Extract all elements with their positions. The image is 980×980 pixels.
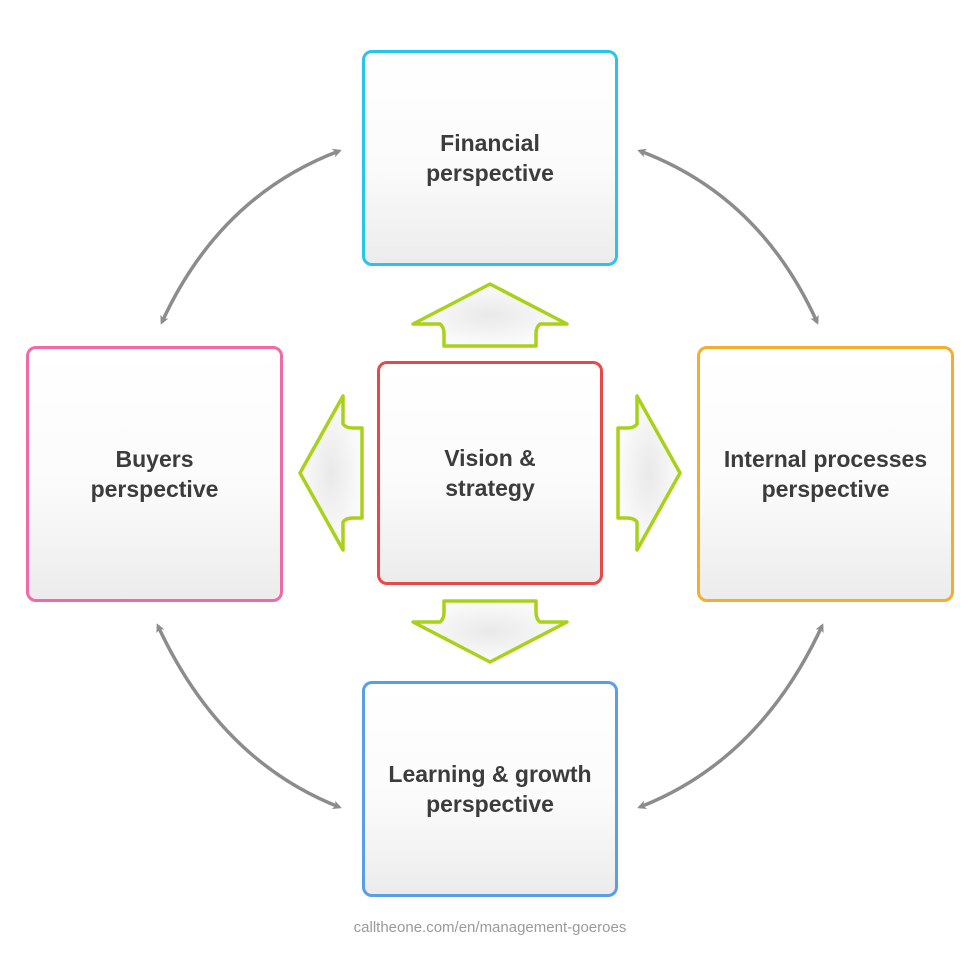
financial-perspective-box: Financial perspective <box>362 50 618 266</box>
connector-internal-learning <box>637 623 824 809</box>
connector-financial-internal <box>637 148 819 325</box>
internal-processes-perspective-box: Internal processes perspective <box>697 346 954 602</box>
buyers-perspective-label: Buyers perspective <box>90 446 219 502</box>
source-url: calltheone.com/en/management-goeroes <box>353 919 627 936</box>
vision-strategy-box: Vision & strategy <box>377 361 603 585</box>
vision-strategy-label: Vision & strategy <box>444 445 536 501</box>
financial-perspective-label: Financial perspective <box>426 130 554 186</box>
arrow-up-to-financial <box>411 282 569 348</box>
arrow-right-to-internal <box>616 394 682 552</box>
arrow-left-to-buyers <box>298 394 364 552</box>
learning-growth-perspective-label: Learning & growth perspective <box>388 761 592 817</box>
buyers-perspective-box: Buyers perspective <box>26 346 283 602</box>
connector-buyers-financial <box>160 148 342 325</box>
internal-processes-perspective-label: Internal processes perspective <box>723 446 928 502</box>
arrow-down-to-learning <box>411 599 569 664</box>
learning-growth-perspective-box: Learning & growth perspective <box>362 681 618 897</box>
connector-learning-buyers <box>156 623 342 809</box>
